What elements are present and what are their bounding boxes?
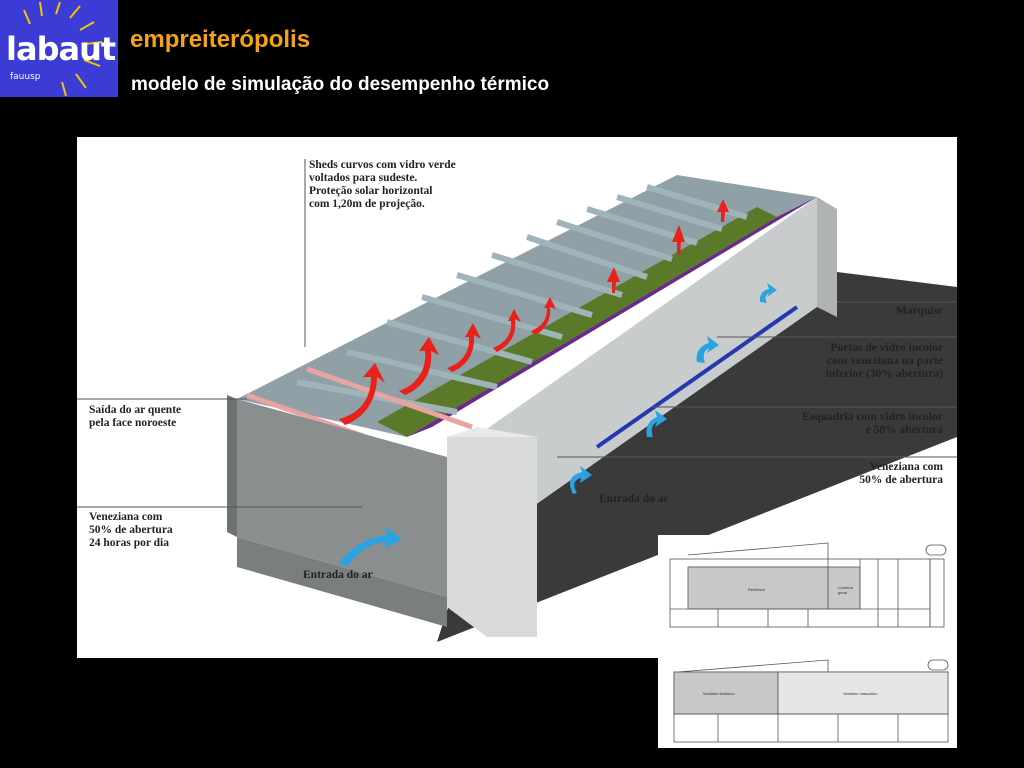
logo-sub: fauusp xyxy=(10,72,41,82)
plan2-right-room: Vestiário masculino xyxy=(843,691,878,696)
page-subtitle: modelo de simulação do desempenho térmic… xyxy=(131,74,550,95)
label-entrada-mid: Entrada do ar xyxy=(599,493,669,505)
floor-plan-2: Vestiário feminino Vestiário masculino xyxy=(658,658,957,748)
label-entrada-left: Entrada do ar xyxy=(303,569,373,581)
label-portas: Portas de vidro incolor com veneziana na… xyxy=(825,342,943,380)
labaut-logo: labaut fauusp xyxy=(0,0,118,97)
logo-word: labaut xyxy=(6,30,116,68)
label-veneziana-right: Veneziana com 50% de abertura xyxy=(859,461,943,486)
label-esquadria: Esquadria com vidro incolor e 50% abertu… xyxy=(802,411,943,436)
building-illustration xyxy=(77,159,957,642)
label-veneziana-left: Veneziana com 50% de abertura 24 horas p… xyxy=(89,511,173,549)
plan1-right-room: Cozinha geral xyxy=(838,585,853,595)
sun-icon xyxy=(23,2,103,97)
label-sheds: Sheds curvos com vidro verde voltados pa… xyxy=(309,159,456,210)
label-saida: Saída do ar quente pela face noroeste xyxy=(89,404,182,429)
plan1-left-room: Refeitório xyxy=(748,587,766,592)
page-title: empreiterópolis xyxy=(130,26,311,53)
label-marquise: Marquise xyxy=(895,305,943,317)
plan2-left-room: Vestiário feminino xyxy=(703,691,735,696)
floor-plan-1: Refeitório Cozinha geral xyxy=(658,535,957,657)
diagram-panel: Sheds curvos com vidro verde voltados pa… xyxy=(77,137,957,658)
